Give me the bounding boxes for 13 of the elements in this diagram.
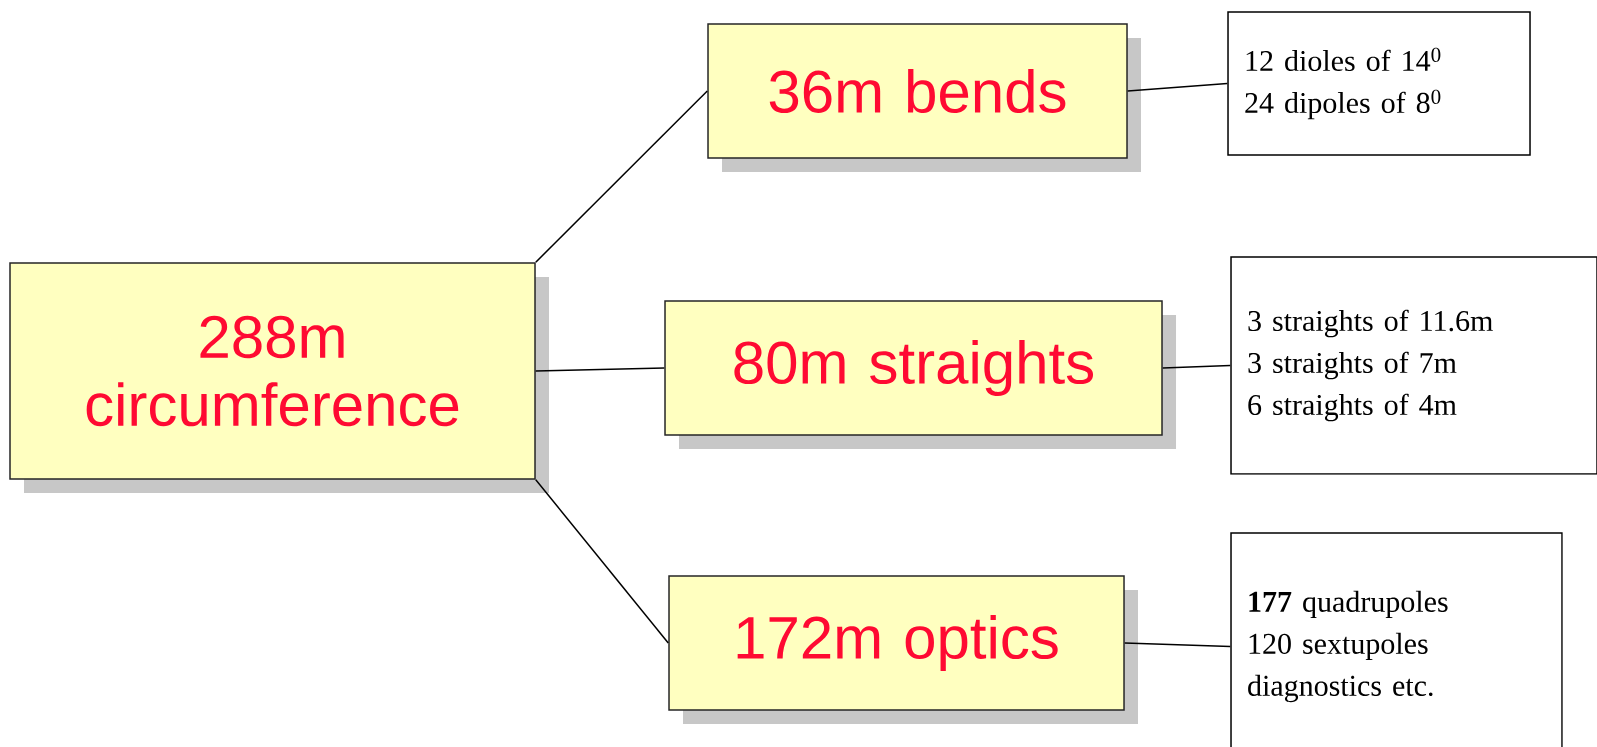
detail-box: 3 straights of 11.6m 3 straights of 7m 6 straights of 4m [1230,256,1597,475]
connector-line [1124,642,1231,648]
connector-line [535,90,708,263]
connector-line [535,367,665,372]
summary-box: 80m straights [664,300,1176,449]
connector-line [1127,82,1228,92]
detail-box: 12 dioles of 14$^{0}$ 24 dipoles of 8$^{0}$ [1227,11,1531,156]
summary-box: 288m circumference [9,262,549,493]
summary-box: 172m optics [668,575,1138,724]
connector-line [1162,364,1231,369]
detail-box: 177 quadrupoles 120 sextupoles diagnostics etc. [1230,532,1563,747]
summary-box: 36m bends [707,23,1141,172]
connector-line [535,479,669,644]
